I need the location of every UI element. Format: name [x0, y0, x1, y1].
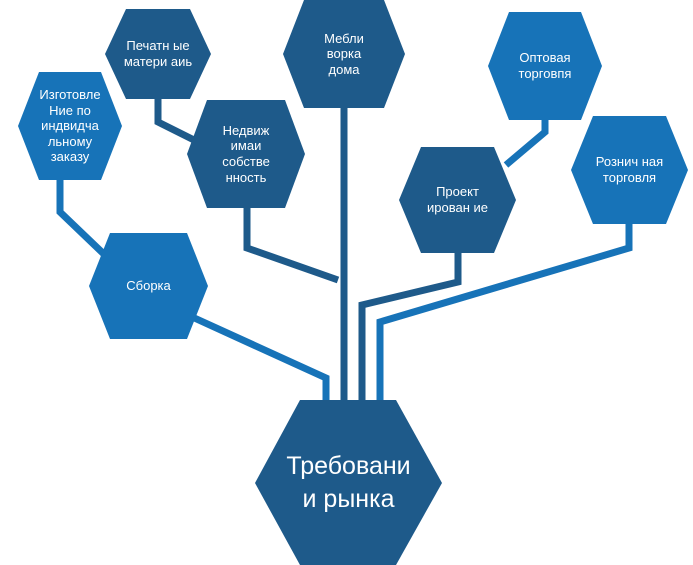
hexagon-sborka: [89, 233, 208, 339]
hexagon-optovaya: [488, 12, 602, 120]
hexagon-shapes: [18, 0, 688, 565]
connector-roznichnaya: [376, 222, 633, 405]
hexagon-proektirovanie: [399, 147, 516, 253]
connector-izgotovlenie: [56, 178, 111, 261]
hexagon-root: [255, 400, 442, 565]
hexagon-nedvizhimost: [187, 100, 305, 208]
connector-optovaya: [503, 118, 549, 168]
hexagon-izgotovlenie: [18, 72, 122, 180]
hexagon-mebel: [283, 0, 405, 108]
connector-nedvizhimost: [243, 205, 340, 284]
connector-sborka: [188, 312, 330, 405]
hexagon-pechatnye: [105, 9, 211, 99]
connector-lines: [56, 98, 633, 405]
connector-pechatnye: [154, 98, 196, 144]
hexagon-roznichnaya: [571, 116, 688, 224]
connector-proektirovanie: [358, 252, 462, 405]
